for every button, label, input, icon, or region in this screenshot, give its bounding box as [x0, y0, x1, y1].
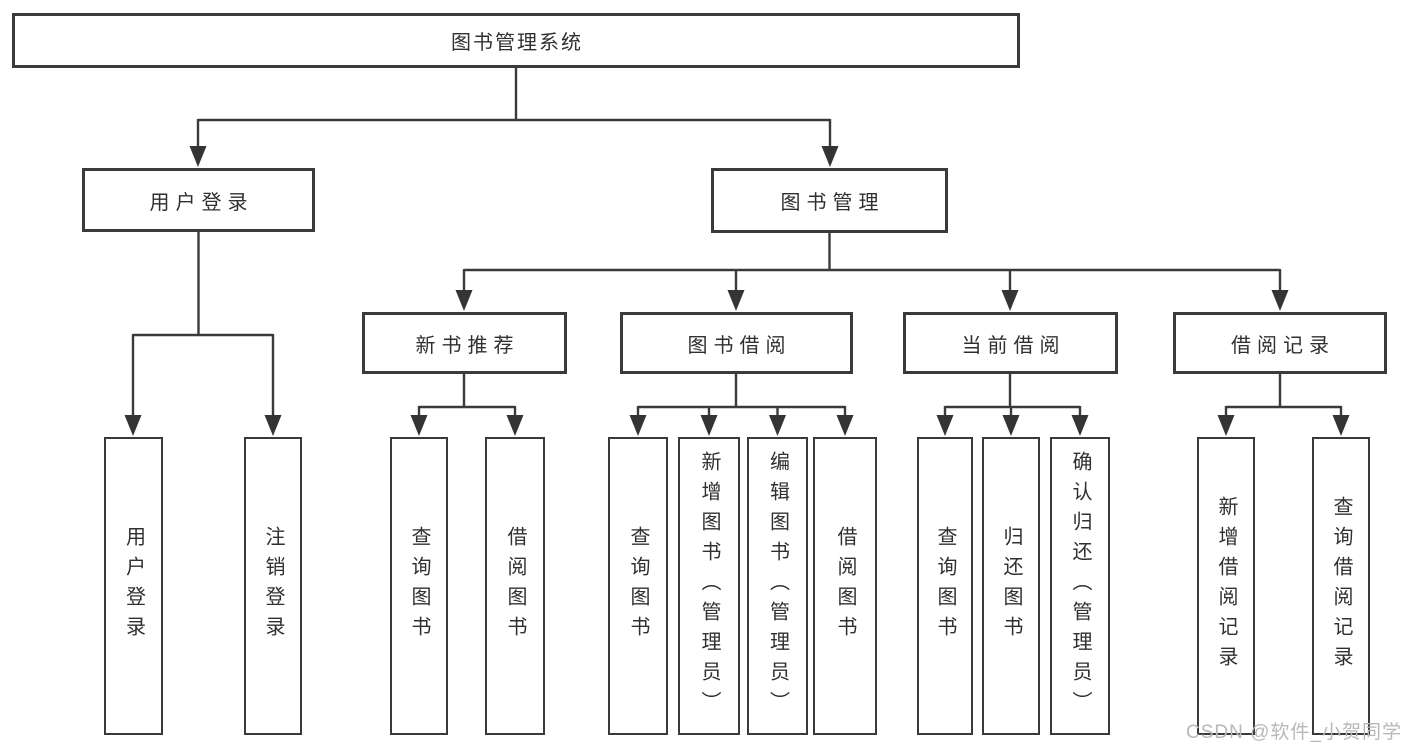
leaf-label: 新增借阅记录: [1215, 496, 1237, 676]
node-label: 图书管理系统: [451, 32, 583, 54]
leaf-borrow-books: 借阅图书: [813, 437, 877, 735]
node-label: 当前借阅: [961, 334, 1066, 357]
leaf-user-login: 用户登录: [104, 437, 163, 735]
node-borrowing-records: 借阅记录: [1173, 312, 1387, 374]
leaf-label: 查询图书: [408, 526, 430, 646]
node-label: 借阅记录: [1231, 334, 1335, 357]
csdn-watermark: CSDN @软件_小贺同学: [1186, 722, 1402, 743]
node-current-borrowing: 当前借阅: [903, 312, 1118, 374]
leaf-label: 查询借阅记录: [1330, 496, 1352, 676]
leaf-query-books-current: 查询图书: [917, 437, 973, 735]
node-user-login-module: 用户登录: [82, 168, 315, 232]
leaf-confirm-return-admin: 确认归还（管理员）: [1050, 437, 1110, 735]
node-book-management-module: 图书管理: [711, 168, 948, 233]
leaf-query-borrow-record: 查询借阅记录: [1312, 437, 1370, 735]
leaf-query-books-recommend: 查询图书: [390, 437, 448, 735]
leaf-logout: 注销登录: [244, 437, 302, 735]
leaf-edit-books-admin: 编辑图书（管理员）: [747, 437, 808, 735]
leaf-query-books-borrow: 查询图书: [608, 437, 668, 735]
node-root-system: 图书管理系统: [12, 13, 1020, 68]
leaf-label: 编辑图书（管理员）: [766, 451, 789, 721]
leaf-label: 确认归还（管理员）: [1069, 451, 1091, 721]
node-label: 新书推荐: [415, 334, 520, 357]
leaf-label: 用户登录: [122, 526, 145, 646]
leaf-add-borrow-record: 新增借阅记录: [1197, 437, 1255, 735]
node-label: 图书管理: [780, 192, 885, 214]
leaf-label: 归还图书: [1000, 526, 1022, 646]
leaf-label: 借阅图书: [834, 526, 856, 646]
node-label: 图书借阅: [687, 334, 792, 357]
leaf-add-books-admin: 新增图书（管理员）: [678, 437, 740, 735]
leaf-label: 新增图书（管理员）: [698, 451, 720, 721]
leaf-label: 查询图书: [934, 526, 956, 646]
leaf-label: 借阅图书: [504, 526, 526, 646]
leaf-label: 注销登录: [262, 526, 284, 646]
node-new-book-recommendation: 新书推荐: [362, 312, 567, 374]
node-label: 用户登录: [149, 191, 254, 214]
leaf-label: 查询图书: [627, 526, 649, 646]
leaf-return-books: 归还图书: [982, 437, 1040, 735]
leaf-borrow-books-recommend: 借阅图书: [485, 437, 545, 735]
node-book-borrowing: 图书借阅: [620, 312, 853, 374]
